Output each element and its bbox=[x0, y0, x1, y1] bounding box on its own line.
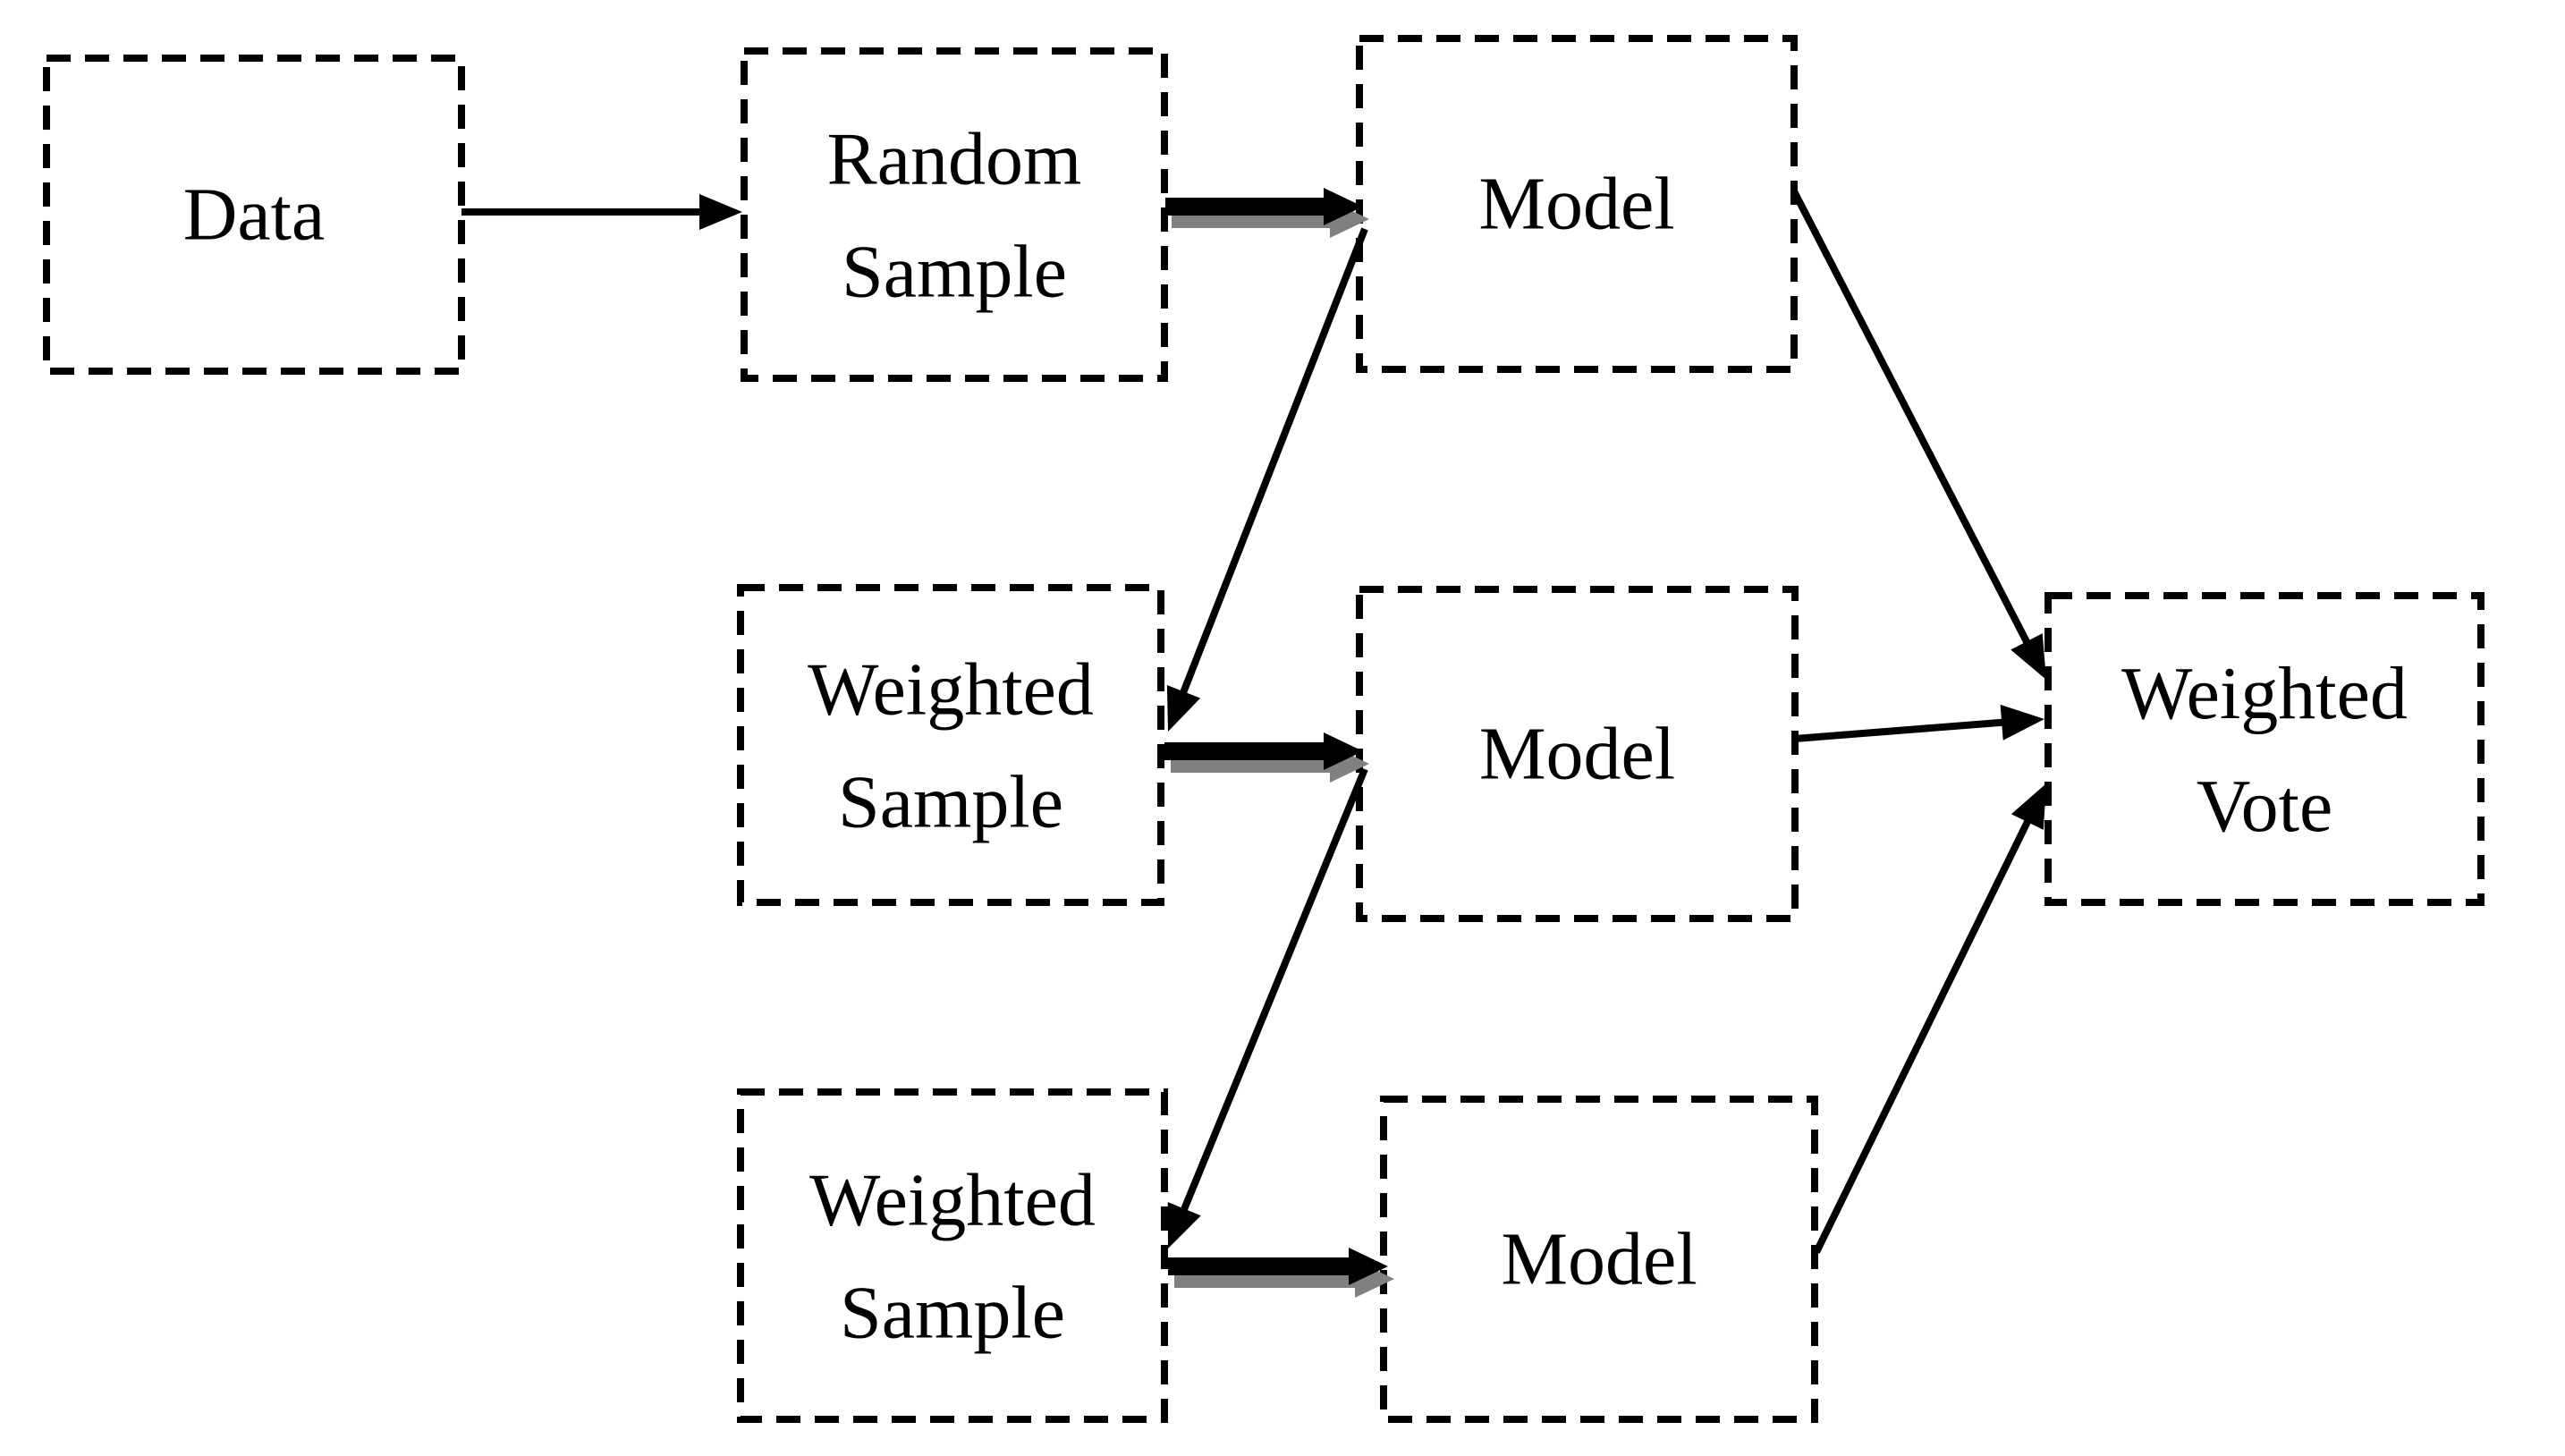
data-label-line-1: Data bbox=[183, 174, 326, 257]
thick-arrow-random-sample-to-model1-shadow bbox=[1172, 200, 1369, 238]
arrow-model2-to-weighted-vote-head bbox=[2000, 704, 2044, 741]
random-sample-label-line-1: Random bbox=[827, 118, 1082, 201]
node-data: Data bbox=[43, 55, 465, 375]
arrow-model1-to-weighted-sample1-line bbox=[1179, 227, 1368, 697]
arrow-model3-to-weighted-vote-head bbox=[2011, 783, 2046, 830]
model-2-label-line-1: Model bbox=[1479, 713, 1675, 796]
arrow-model1-to-weighted-vote bbox=[1790, 190, 2046, 680]
thick-arrow-weighted-sample2-to-model3-shadow bbox=[1174, 1260, 1394, 1298]
weighted-sample-2-label-line-2: Sample bbox=[840, 1272, 1065, 1355]
thick-arrow-weighted-sample2-to-model3-body bbox=[1168, 1248, 1388, 1285]
thick-arrow-random-sample-to-model1-body bbox=[1165, 188, 1363, 225]
node-model-1: Model bbox=[1356, 35, 1798, 373]
arrow-model2-to-weighted-vote-line bbox=[1794, 718, 2006, 742]
arrow-model2-to-weighted-sample2 bbox=[1167, 767, 1368, 1249]
model-2-box bbox=[1356, 586, 1799, 922]
weighted-vote-label-line-1: Weighted bbox=[2121, 652, 2408, 735]
arrow-model1-to-weighted-vote-head bbox=[2011, 633, 2046, 680]
weighted-sample-1-label-line-1: Weighted bbox=[808, 648, 1094, 732]
data-box bbox=[43, 55, 465, 375]
thick-arrow-random-sample-to-model1 bbox=[1165, 188, 1369, 238]
thick-arrow-weighted-sample1-to-model2-shadow bbox=[1171, 745, 1369, 783]
arrow-model1-to-weighted-vote-line bbox=[1790, 190, 2032, 647]
thick-arrow-weighted-sample1-to-model2 bbox=[1164, 732, 1369, 783]
arrow-model3-to-weighted-vote-line bbox=[1813, 817, 2033, 1254]
arrow-model2-to-weighted-vote bbox=[1794, 704, 2044, 742]
arrow-model2-to-weighted-sample2-line bbox=[1180, 767, 1368, 1214]
weighted-vote-box bbox=[2044, 592, 2485, 906]
weighted-vote-label-line-2: Vote bbox=[2197, 765, 2332, 848]
node-model-2: Model bbox=[1356, 586, 1799, 922]
model-3-box bbox=[1380, 1096, 1818, 1423]
weighted-sample-1-label-line-2: Sample bbox=[838, 761, 1063, 844]
arrow-model1-to-weighted-sample1 bbox=[1166, 227, 1368, 732]
model-1-box bbox=[1356, 35, 1798, 373]
random-sample-box bbox=[741, 47, 1168, 382]
arrow-data-to-random-sample-head bbox=[699, 194, 742, 230]
thick-arrow-weighted-sample2-to-model3 bbox=[1168, 1248, 1394, 1298]
node-model-3: Model bbox=[1380, 1096, 1818, 1423]
weighted-sample-2-box bbox=[737, 1088, 1168, 1423]
weighted-sample-2-label-line-1: Weighted bbox=[809, 1159, 1096, 1242]
arrow-model1-to-weighted-sample1-head bbox=[1166, 685, 1201, 732]
arrow-model2-to-weighted-sample2-head bbox=[1167, 1202, 1201, 1249]
arrow-data-to-random-sample bbox=[461, 194, 742, 230]
thick-arrow-weighted-sample1-to-model2-body bbox=[1164, 732, 1363, 770]
arrow-model3-to-weighted-vote bbox=[1813, 783, 2046, 1254]
model-3-label-line-1: Model bbox=[1501, 1218, 1697, 1301]
model-1-label-line-1: Model bbox=[1478, 163, 1674, 246]
weighted-sample-1-box bbox=[737, 584, 1164, 906]
random-sample-label-line-2: Sample bbox=[842, 231, 1067, 314]
